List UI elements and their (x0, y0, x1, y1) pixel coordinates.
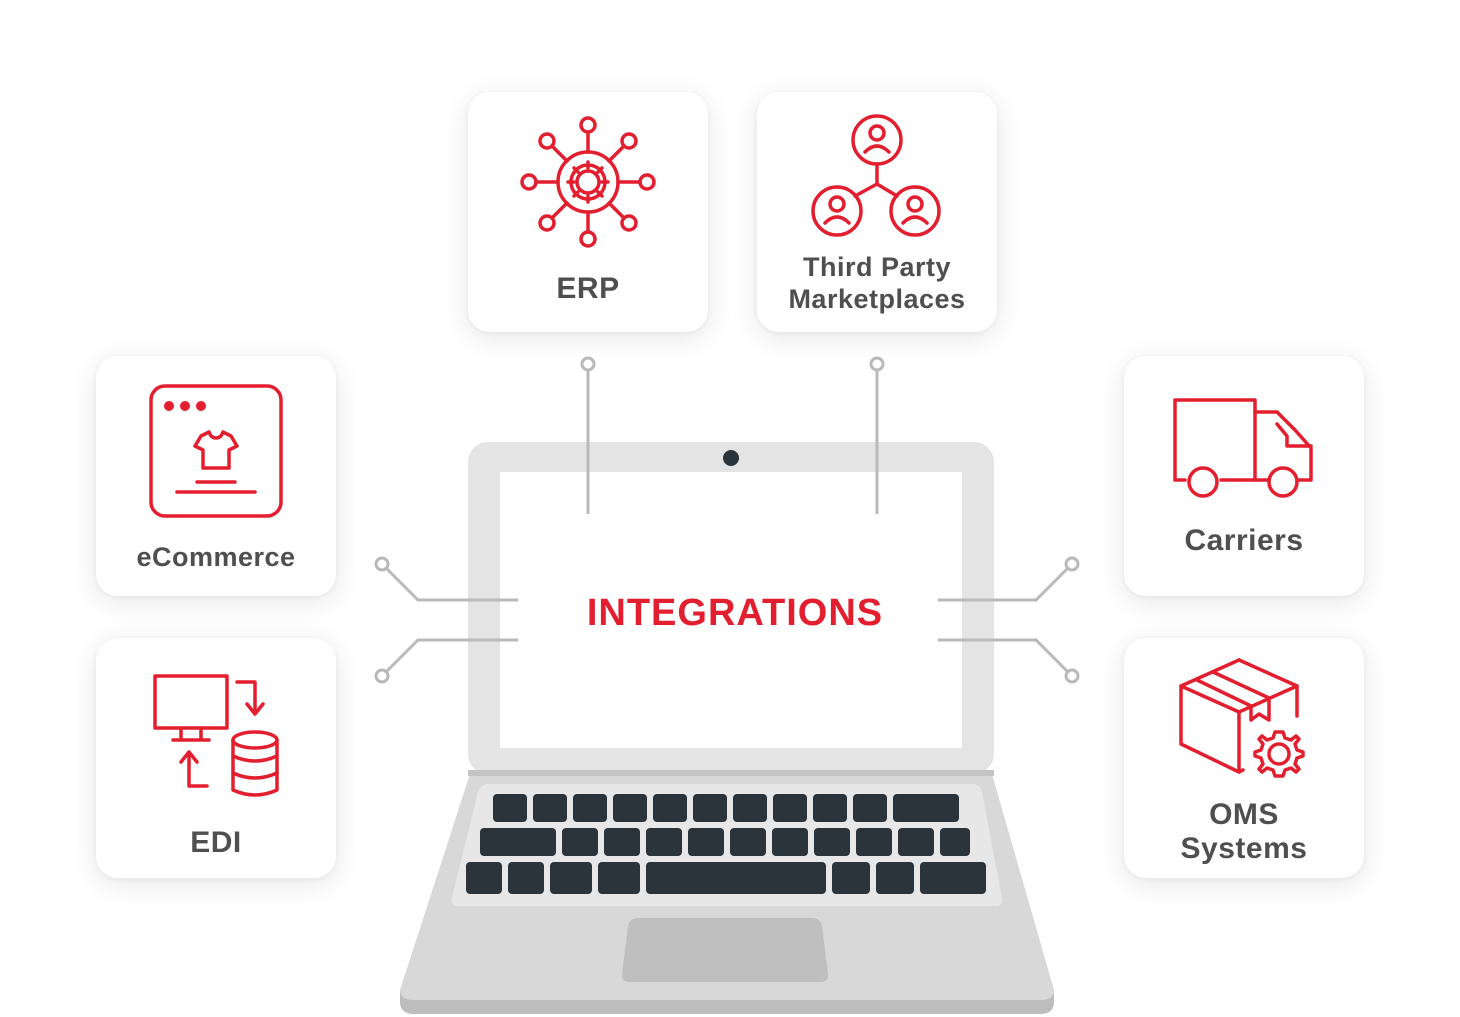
card-edi[interactable]: EDI (96, 638, 336, 878)
laptop-screen (500, 472, 962, 748)
card-third-party-marketplaces[interactable]: Third Party Marketplaces (757, 92, 997, 332)
key (832, 862, 870, 894)
card-erp-label: ERP (556, 272, 620, 305)
truck-icon (1173, 398, 1313, 498)
trackpad (621, 918, 829, 982)
key (856, 828, 892, 856)
key (814, 828, 850, 856)
key (876, 862, 914, 894)
card-oms-label-line1: OMS (1209, 798, 1279, 831)
connector-node (1064, 556, 1080, 572)
key (493, 794, 527, 822)
connector-node (374, 668, 390, 684)
key (940, 828, 970, 856)
key (893, 794, 959, 822)
connector-edi (384, 638, 518, 674)
key (480, 828, 556, 856)
key (920, 862, 986, 894)
card-ecommerce[interactable]: eCommerce (96, 356, 336, 596)
connector-node (374, 556, 390, 572)
card-third-party-label-line1: Third Party (802, 252, 952, 282)
key (733, 794, 767, 822)
key (573, 794, 607, 822)
card-oms-systems[interactable]: OMS Systems (1124, 638, 1364, 878)
computer-database-sync-icon (153, 674, 279, 797)
box-gear-icon (1179, 658, 1305, 778)
key (772, 828, 808, 856)
key (550, 862, 592, 894)
key (533, 794, 567, 822)
card-erp[interactable]: ERP (468, 92, 708, 332)
key (813, 794, 847, 822)
key (853, 794, 887, 822)
card-oms-label-line2: Systems (1180, 832, 1308, 865)
key (598, 862, 640, 894)
webcam (723, 450, 739, 466)
laptop-hinge (468, 770, 994, 776)
connector-node (1064, 668, 1080, 684)
keyboard-keys (466, 794, 986, 894)
integrations-title: INTEGRATIONS (586, 592, 884, 634)
card-third-party-label-line2: Marketplaces (788, 284, 966, 314)
card-edi-label: EDI (190, 826, 242, 859)
key (773, 794, 807, 822)
key (693, 794, 727, 822)
network-gear-icon (520, 116, 656, 248)
key (508, 862, 544, 894)
connector-lines (374, 356, 1080, 684)
connector-ecommerce (384, 566, 518, 602)
key (646, 828, 682, 856)
key (613, 794, 647, 822)
card-carriers-label: Carriers (1184, 524, 1304, 557)
user-network-icon (811, 114, 941, 237)
online-store-icon (149, 384, 283, 518)
key (688, 828, 724, 856)
card-ecommerce-label: eCommerce (136, 542, 296, 572)
connector-node (580, 356, 596, 372)
connector-carriers (938, 566, 1070, 602)
connector-oms (938, 638, 1070, 674)
key (730, 828, 766, 856)
connector-node (869, 356, 885, 372)
key (646, 862, 826, 894)
key (653, 794, 687, 822)
key (604, 828, 640, 856)
key (466, 862, 502, 894)
key (898, 828, 934, 856)
card-carriers[interactable]: Carriers (1124, 356, 1364, 596)
key (562, 828, 598, 856)
